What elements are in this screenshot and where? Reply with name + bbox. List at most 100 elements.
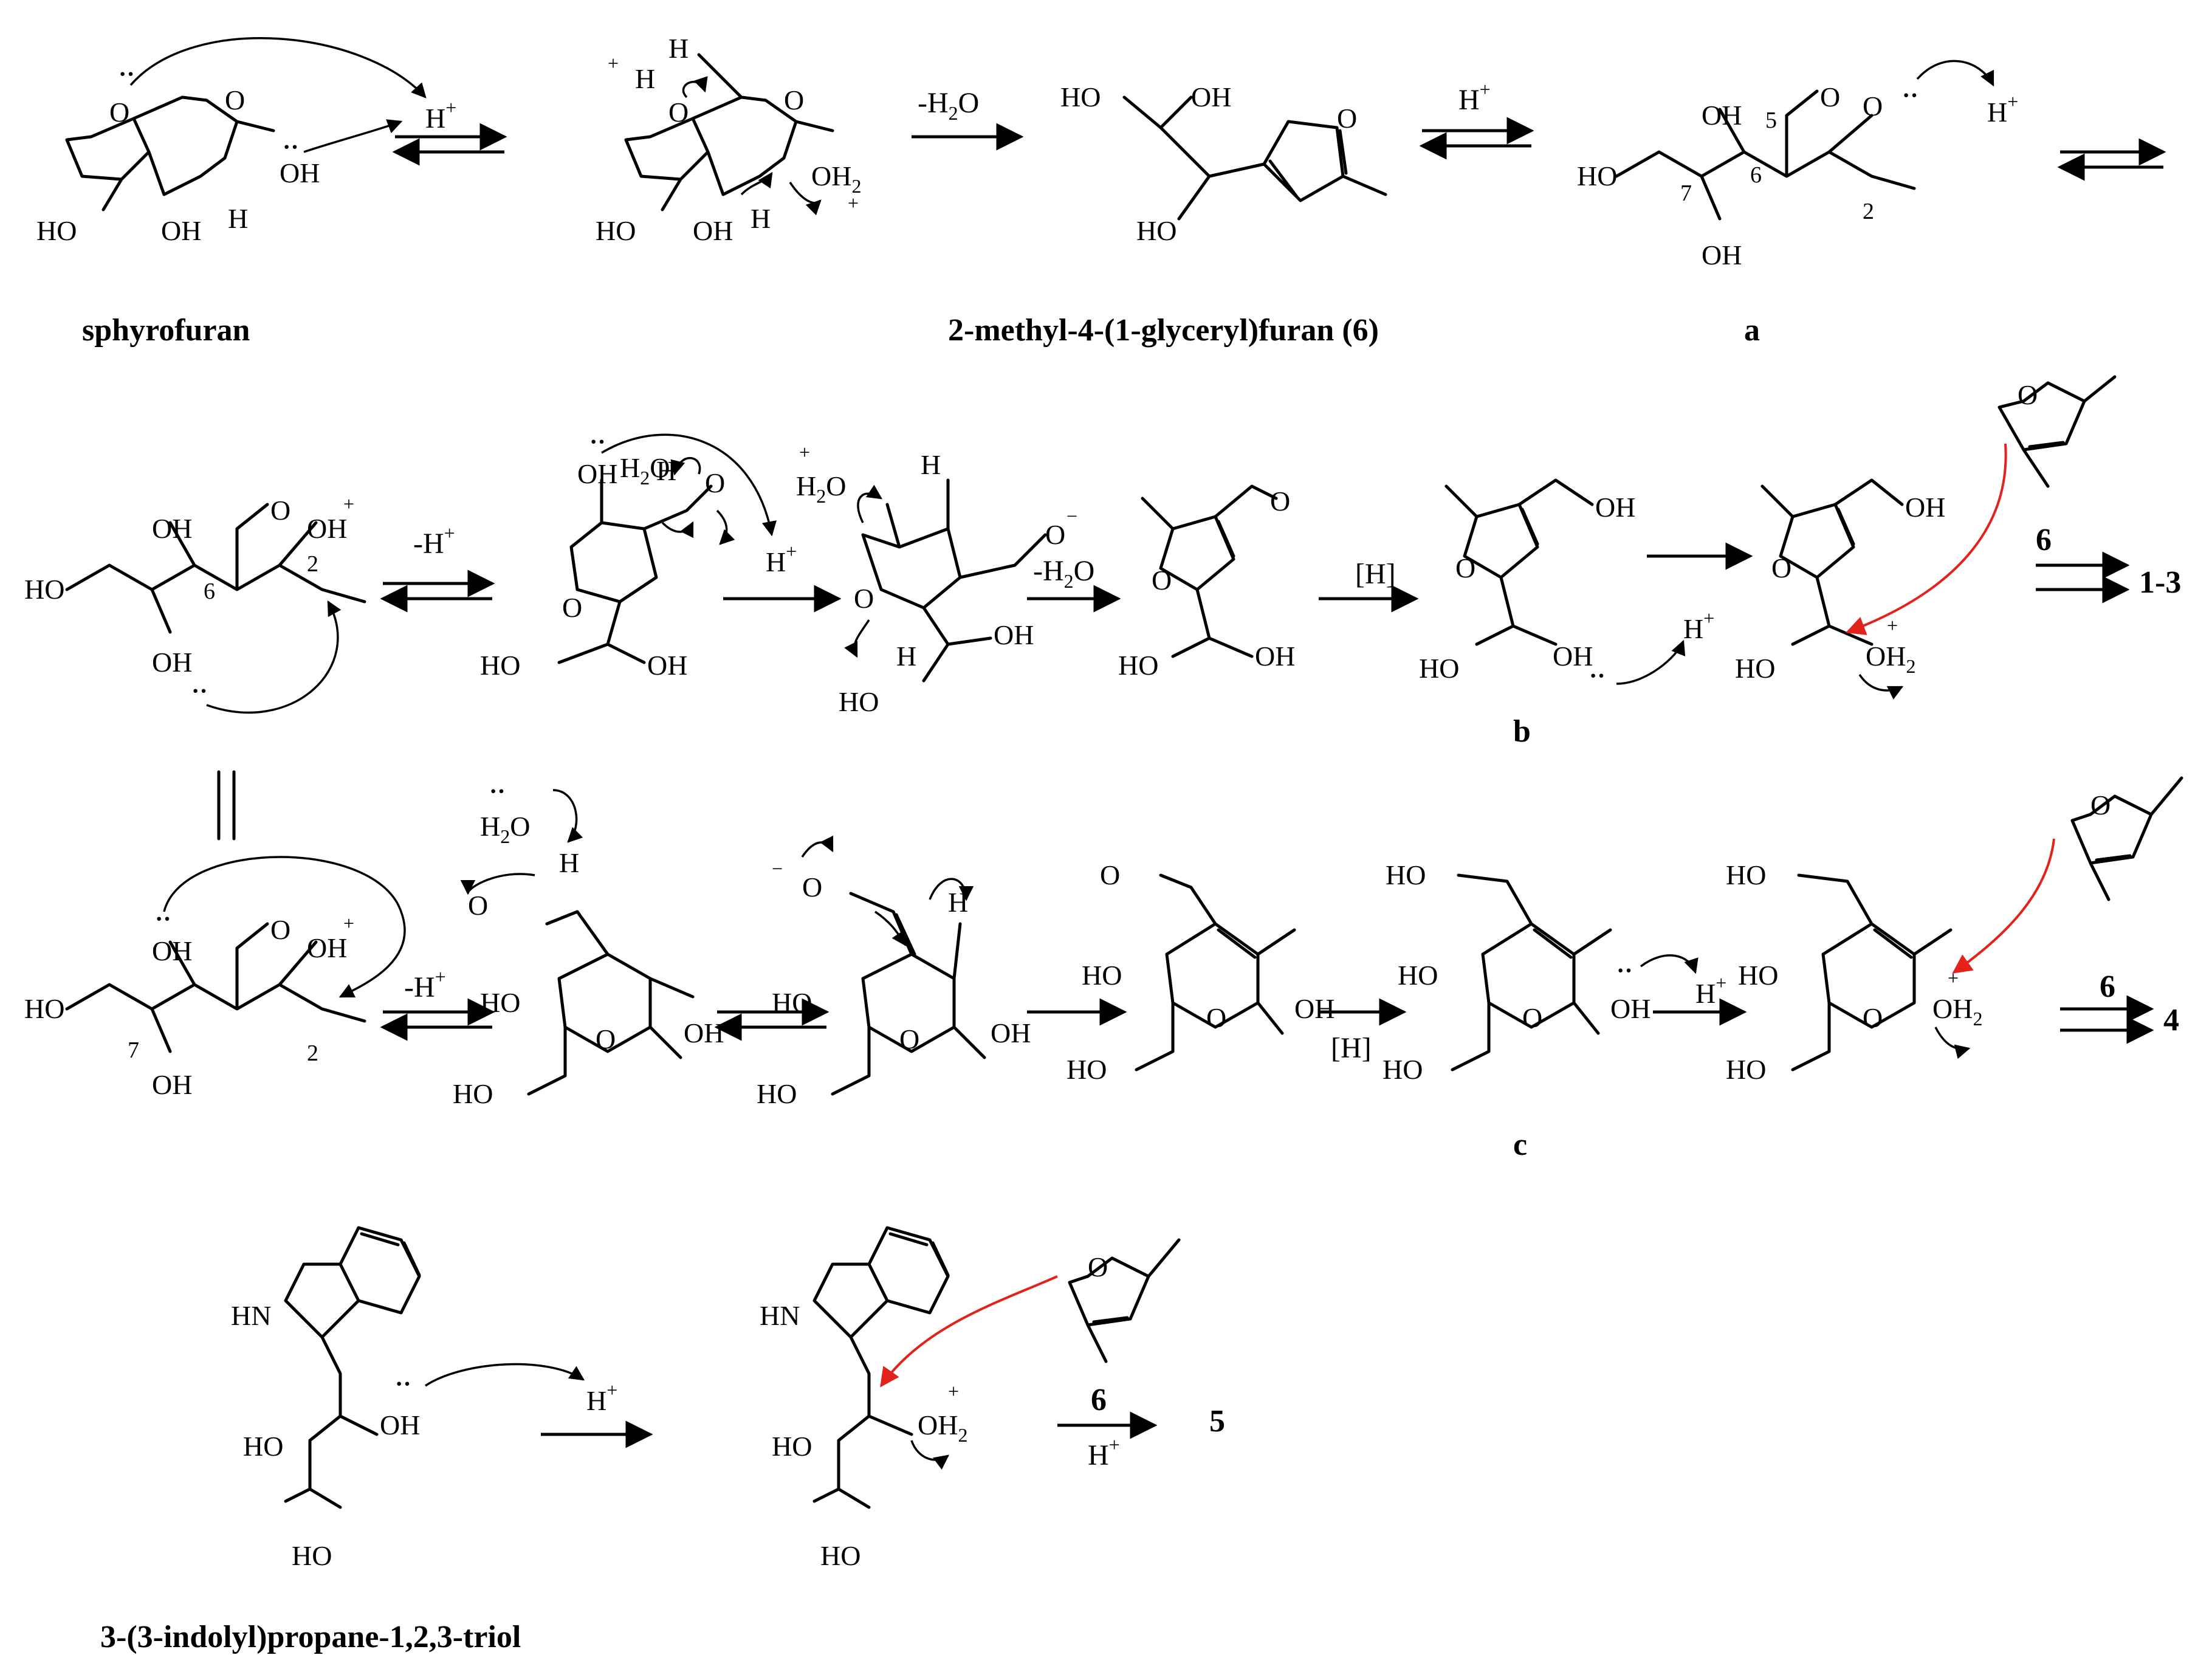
lone-pair: ··	[155, 905, 171, 932]
water: H2O	[480, 811, 530, 847]
product-4: 4	[2163, 1003, 2179, 1037]
water: H2O	[620, 452, 670, 489]
hydroxyl: HO	[1136, 215, 1176, 246]
hydroxyl: OH	[994, 619, 1034, 650]
product-1-3: 1-3	[2139, 565, 2181, 600]
oxonium-b-intermediate: OH O HO OH2 + O 6	[1735, 375, 2117, 700]
lone-pair: ··	[1616, 957, 1633, 984]
hydroxyl: OH	[577, 458, 617, 489]
reduction-arrow-1: [H]	[1319, 558, 1419, 613]
hydroxyl: OH	[693, 215, 733, 246]
hydroxyl: HO	[757, 1078, 797, 1109]
equilibrium-arrow-6	[714, 998, 829, 1041]
plus-charge: +	[608, 52, 619, 74]
proton: H+	[766, 540, 797, 577]
oxonium: OH2	[811, 160, 861, 197]
lone-pair: ··	[489, 777, 506, 805]
hydroxyl: OH	[1294, 993, 1334, 1024]
carbon-number-6: 6	[204, 579, 215, 604]
ring-oxygen: O	[1771, 552, 1791, 583]
hydroxyl: OH	[647, 650, 687, 681]
protonated-ketone-c-start: HO OH OH O OH + 7 2 ··	[24, 856, 406, 1100]
tetrahydropyran-hemiketal: O H H2O ·· HO O OH HO	[453, 777, 724, 1109]
lone-pair: ··	[1902, 81, 1918, 109]
oxonium: OH2	[918, 1409, 967, 1446]
reduction-arrow-2: [H]	[1319, 998, 1407, 1064]
hydroxyl: OH	[991, 1017, 1031, 1048]
hydroxyl: HO	[1577, 160, 1617, 191]
hydroxyl: OH	[1905, 492, 1945, 523]
plus-charge: +	[848, 192, 859, 214]
hydroxyl: HO	[839, 686, 879, 717]
hydroxyl: HO	[772, 987, 812, 1018]
hydroxyl: OH	[1702, 100, 1742, 131]
hydroxyl: HO	[24, 993, 64, 1024]
hydroxyl: OH	[152, 1069, 192, 1100]
hydroxyl: OH	[684, 1017, 724, 1048]
enolate-pyran-intermediate: O − H HO O OH HO	[757, 835, 1031, 1109]
hydroxyl: OH	[161, 215, 201, 246]
plus-charge: +	[799, 441, 810, 463]
proton: H+	[425, 97, 456, 134]
carbon-number-6: 6	[1750, 162, 1762, 188]
hydroxyl: HO	[772, 1431, 812, 1462]
dehydration-arrow-1: -H2O	[912, 87, 1024, 151]
ring-oxygen: O	[109, 97, 129, 128]
hydroxyl: HO	[596, 215, 636, 246]
equilibrium-arrow-1	[392, 123, 507, 166]
label-b: b	[1513, 714, 1531, 749]
proton: H+	[1987, 91, 2018, 128]
hydroxyl: HO	[1118, 650, 1158, 681]
hydroxyl: OH	[1610, 993, 1650, 1024]
hydroxyl: OH	[1595, 492, 1635, 523]
minus-charge: −	[772, 858, 783, 879]
ring-oxygen-2: O	[225, 84, 245, 115]
hydroxyl: OH	[1255, 641, 1295, 672]
hydroxyl: HO	[820, 1540, 860, 1571]
hydroxyl: OH	[1553, 641, 1593, 672]
enolate-oxygen: O	[1045, 519, 1065, 550]
condition-minus-water: -H2O	[918, 87, 979, 124]
label-a: a	[1744, 313, 1760, 348]
condition-minus-water: -H2O	[1033, 555, 1094, 592]
hydrogen: H	[896, 641, 916, 672]
label-c: c	[1513, 1127, 1527, 1162]
hydroxyl: HO	[480, 650, 520, 681]
final-arrow-b	[2036, 551, 2130, 604]
dehydration-arrow-2: -H2O	[1027, 555, 1121, 613]
hydroxyl: HO	[1735, 653, 1775, 684]
hydrogen: H	[668, 33, 689, 64]
intermediate-a: HO OH OH O O 7 6 5 2 ·· H+	[1577, 60, 2018, 270]
label-sphyrofuran: sphyrofuran	[82, 313, 250, 348]
ring-oxygen: O	[1337, 103, 1357, 134]
hydroxyl: HO	[1066, 1054, 1107, 1085]
hydroxyl: HO	[243, 1431, 283, 1462]
condition-reduction: [H]	[1355, 558, 1396, 590]
carbon-number-2: 2	[1863, 199, 1874, 224]
indole-nitrogen: HN	[760, 1300, 800, 1331]
condition-acid: H+	[1088, 1434, 1120, 1471]
hydroxyl: HO	[24, 574, 64, 605]
ring-oxygen: O	[854, 583, 874, 614]
ring-oxygen: O	[1206, 1002, 1226, 1033]
equilibrium-arrow-2: H+	[1419, 78, 1534, 160]
ring-oxygen: O	[1152, 565, 1172, 596]
dihydropyran-alcohol: HO HO O OH HO ·· H+	[1382, 859, 1726, 1085]
ketone-oxygen: O	[1863, 91, 1883, 122]
carbon-number-2: 2	[307, 551, 318, 577]
protonated-intermediate: O O H H + HO OH H OH2 +	[596, 33, 861, 246]
final-arrow-c: 6	[2060, 969, 2154, 1044]
lone-pair: ··	[283, 133, 299, 160]
hydroxyl: OH	[1702, 239, 1742, 270]
hydroxyl: HO	[1386, 859, 1426, 890]
hydroxyl: HO	[453, 1078, 493, 1109]
sphyrofuran-structure: O O HO OH OH H ·· ·· H+	[36, 37, 456, 246]
hydrogen: H	[228, 203, 248, 234]
equilibrium-arrow-4: -H+	[380, 522, 495, 613]
condition-acid: H+	[1458, 78, 1491, 116]
ring-oxygen: O	[1455, 552, 1475, 583]
aldehyde-oxygen: O	[705, 467, 725, 498]
minus-charge: −	[1066, 505, 1077, 527]
hydroxyl: HO	[292, 1540, 332, 1571]
plus-charge: +	[343, 912, 354, 934]
